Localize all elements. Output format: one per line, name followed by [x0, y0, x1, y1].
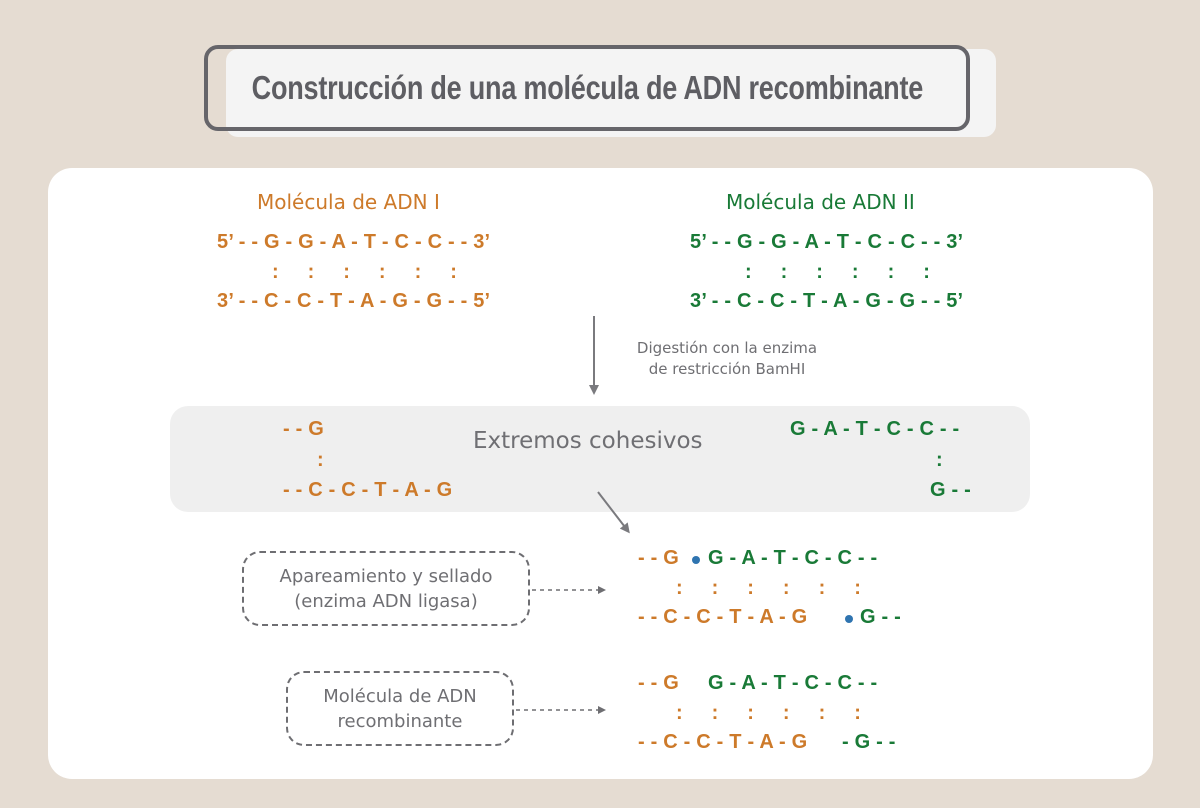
digestion-caption-line-2: de restricción BamHI	[648, 360, 806, 378]
molecule-2-bottom-strand: 3’ - - C - C - T - A - G - G - - 5’	[690, 290, 964, 312]
molecule-2-top-strand: 5’ - - G - G - A - T - C - C - - 3’	[690, 231, 964, 253]
molecule-1-top-strand: 5’ - - G - G - A - T - C - C - - 3’	[217, 231, 491, 253]
digestion-caption-line-1: Digestión con la enzima	[636, 339, 818, 357]
digestion-caption: Digestión con la enzima de restricción B…	[612, 338, 842, 380]
molecule-1-title: Molécula de ADN I	[257, 190, 440, 214]
annealing-label-line-2: (enzima ADN ligasa)	[294, 590, 478, 612]
recombinant-label-line-2: recombinante	[337, 710, 463, 732]
molecule-1-bottom-strand: 3’ - - C - C - T - A - G - G - - 5’	[217, 290, 491, 312]
annealing-bottom-left: - - C - C - T - A - G	[638, 606, 808, 628]
recombinant-bottom-right: - G - -	[842, 731, 896, 753]
sticky-left-bottom: - - C - C - T - A - G	[283, 479, 453, 501]
ligation-dot-bottom	[845, 615, 853, 623]
annealing-base-pairs: : : : : : :	[676, 577, 862, 599]
title-box: Construcción de una molécula de ADN reco…	[204, 45, 970, 131]
sticky-right-bottom: G - -	[930, 479, 971, 501]
molecule-1-base-pairs: : : : : : :	[272, 261, 458, 283]
molecule-2-base-pairs: : : : : : :	[745, 261, 931, 283]
title-shadow	[226, 49, 996, 137]
recombinant-base-pairs: : : : : : :	[676, 702, 862, 724]
sticky-ends-label: Extremos cohesivos	[473, 428, 703, 454]
page-title: Construcción de una molécula de ADN reco…	[251, 69, 923, 106]
molecule-2-title: Molécula de ADN II	[726, 190, 915, 214]
sticky-right-top: G - A - T - C - C - -	[790, 418, 960, 440]
recombinant-bottom-left: - - C - C - T - A - G	[638, 731, 808, 753]
sticky-left-pair: :	[317, 449, 324, 471]
recombinant-label-line-1: Molécula de ADN	[323, 685, 477, 707]
ligation-dot-top	[692, 556, 700, 564]
recombinant-top-left: - - G	[638, 672, 679, 694]
title-banner: Construcción de una molécula de ADN reco…	[204, 45, 996, 137]
annealing-bottom-right: G - -	[860, 606, 901, 628]
recombinant-top-right: G - A - T - C - C - -	[708, 672, 878, 694]
sticky-left-top: - - G	[283, 418, 324, 440]
annealing-label-line-1: Apareamiento y sellado	[279, 565, 493, 587]
joining-arrow	[597, 491, 630, 534]
sticky-right-pair: :	[936, 449, 943, 471]
annealing-top-left: - - G	[638, 547, 679, 569]
annealing-top-right: G - A - T - C - C - -	[708, 547, 878, 569]
recombinant-label-box: Molécula de ADN recombinante	[286, 671, 514, 746]
annealing-label-box: Apareamiento y sellado (enzima ADN ligas…	[242, 551, 530, 626]
